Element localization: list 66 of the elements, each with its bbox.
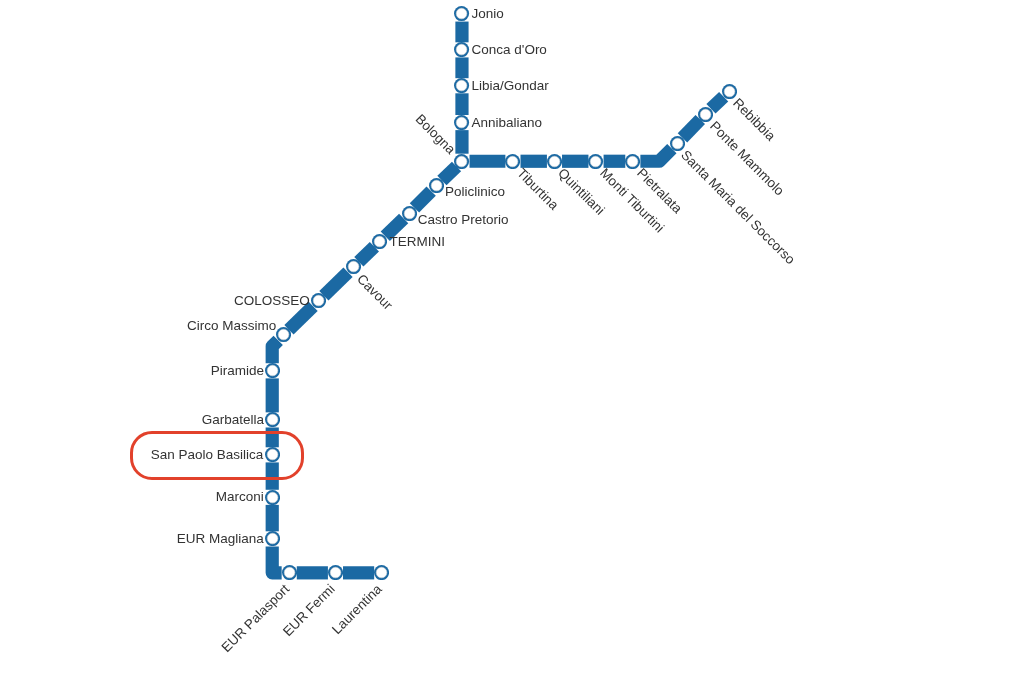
station-marker <box>310 293 326 309</box>
metro-line <box>455 130 469 154</box>
metro-line <box>603 154 626 168</box>
station-marker <box>372 233 388 250</box>
metro-line <box>354 242 379 267</box>
station-marker <box>505 153 521 169</box>
station-marker <box>345 259 361 275</box>
station-name: Policlinico <box>445 184 506 201</box>
station-marker <box>428 178 444 194</box>
station-marker <box>454 6 470 22</box>
station-marker <box>264 489 280 505</box>
metro-line <box>455 57 469 79</box>
station-marker <box>264 531 280 547</box>
station-marker <box>401 205 417 221</box>
station-marker <box>374 565 390 581</box>
metro-line <box>319 267 353 301</box>
metro-line <box>677 114 705 143</box>
station-name: Marconi <box>215 489 264 506</box>
station-marker <box>454 42 470 58</box>
metro-line <box>380 213 409 241</box>
station-name: Circo Massimo <box>187 317 277 334</box>
station-marker <box>281 565 297 581</box>
metro-line <box>409 186 436 213</box>
station-name: EUR Magliana <box>176 530 264 547</box>
metro-line <box>455 21 469 43</box>
metro-line <box>265 378 279 413</box>
station-marker <box>697 106 714 122</box>
metro-line <box>296 566 328 580</box>
station-name: Annibaliano <box>471 114 543 131</box>
station-marker <box>264 412 280 428</box>
station-marker <box>588 153 604 169</box>
metro-line <box>437 161 462 186</box>
metro-line <box>469 154 506 168</box>
metro-line <box>284 301 318 335</box>
station-marker <box>721 83 737 99</box>
station-name: Piramide <box>210 362 264 379</box>
station-name: San Paolo Basilica <box>150 446 264 463</box>
metro-line <box>455 93 469 115</box>
metro-line <box>265 504 279 532</box>
metro-line <box>706 91 729 114</box>
metro-line <box>265 462 279 490</box>
station-marker <box>454 78 470 94</box>
highlight-frame <box>129 430 304 480</box>
station-marker <box>327 565 343 581</box>
station-marker <box>276 327 292 343</box>
station-name: COLOSSEO <box>233 292 310 309</box>
station-name: Castro Pretorio <box>417 211 509 228</box>
metro-line <box>640 144 677 168</box>
station-name: Libia/Gondar <box>471 77 549 94</box>
station-marker <box>264 363 280 379</box>
metro-line <box>265 427 279 448</box>
metro-line <box>520 154 547 168</box>
station-name: Garbatella <box>201 411 264 428</box>
metro-line <box>562 154 589 168</box>
metro-line <box>343 566 375 580</box>
station-name: TERMINI <box>389 233 445 250</box>
station-marker <box>454 115 470 131</box>
station-name: Conca d'Oro <box>471 41 547 58</box>
station-marker <box>669 135 685 151</box>
station-marker <box>546 153 562 169</box>
station-marker <box>264 447 280 463</box>
station-marker <box>454 153 470 169</box>
station-marker <box>625 153 641 169</box>
metro-line <box>265 546 282 580</box>
station-name: Jonio <box>471 6 504 22</box>
metro-line <box>265 335 283 364</box>
